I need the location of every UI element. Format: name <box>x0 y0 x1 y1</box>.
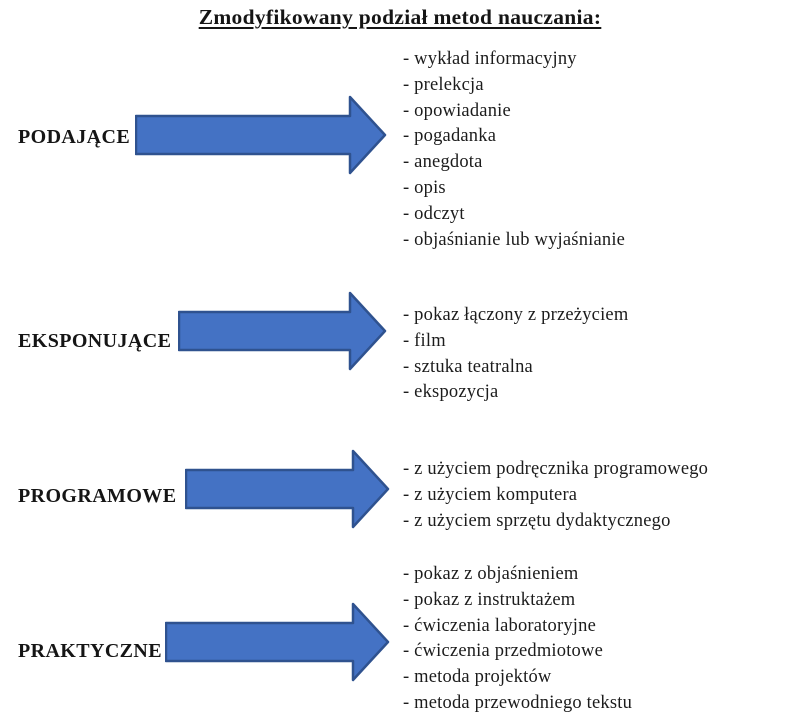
method-item: - odczyt <box>403 203 465 224</box>
method-item: - pokaz z instruktażem <box>403 589 576 610</box>
category-label-eksponujace: EKSPONUJĄCE <box>18 330 172 352</box>
method-item: - opis <box>403 177 446 198</box>
method-item: - metoda przewodniego tekstu <box>403 692 633 713</box>
method-item: - objaśnianie lub wyjaśnianie <box>403 229 626 250</box>
method-item: - ćwiczenia przedmiotowe <box>403 641 603 662</box>
category-label-podajace: PODAJĄCE <box>18 126 131 148</box>
method-item: - metoda projektów <box>403 667 552 688</box>
method-item: - pokaz z objaśnieniem <box>403 564 579 584</box>
method-item: - sztuka teatralna <box>403 356 533 377</box>
method-list-praktyczne: - pokaz z objaśnieniem - pokaz z instruk… <box>403 562 632 715</box>
method-item: - ćwiczenia laboratoryjne <box>403 615 596 636</box>
right-arrow-icon <box>178 291 387 371</box>
page-title: Zmodyfikowany podział metod nauczania: <box>198 5 602 29</box>
method-item: - wykład informacyjny <box>403 49 577 69</box>
category-label-programowe: PROGRAMOWE <box>18 485 177 507</box>
right-arrow-icon <box>185 449 390 529</box>
right-arrow-icon <box>135 95 387 175</box>
method-item: - opowiadanie <box>403 100 511 121</box>
method-item: - z użyciem podręcznika programowego <box>403 459 709 479</box>
right-arrow-icon <box>165 602 390 682</box>
method-item: - anegdota <box>403 152 483 173</box>
method-item: - film <box>403 330 446 351</box>
method-item: - pokaz łączony z przeżyciem <box>403 305 629 325</box>
category-label-praktyczne: PRAKTYCZNE <box>18 640 163 662</box>
method-item: - pogadanka <box>403 126 497 147</box>
method-item: - ekspozycja <box>403 382 499 403</box>
method-item: - prelekcja <box>403 74 484 95</box>
method-list-podajace: - wykład informacyjny - prelekcja - opow… <box>403 47 625 253</box>
method-item: - z użyciem sprzętu dydaktycznego <box>403 510 671 531</box>
method-list-eksponujace: - pokaz łączony z przeżyciem - film - sz… <box>403 303 628 406</box>
method-item: - z użyciem komputera <box>403 484 578 505</box>
method-list-programowe: - z użyciem podręcznika programowego - z… <box>403 457 708 534</box>
